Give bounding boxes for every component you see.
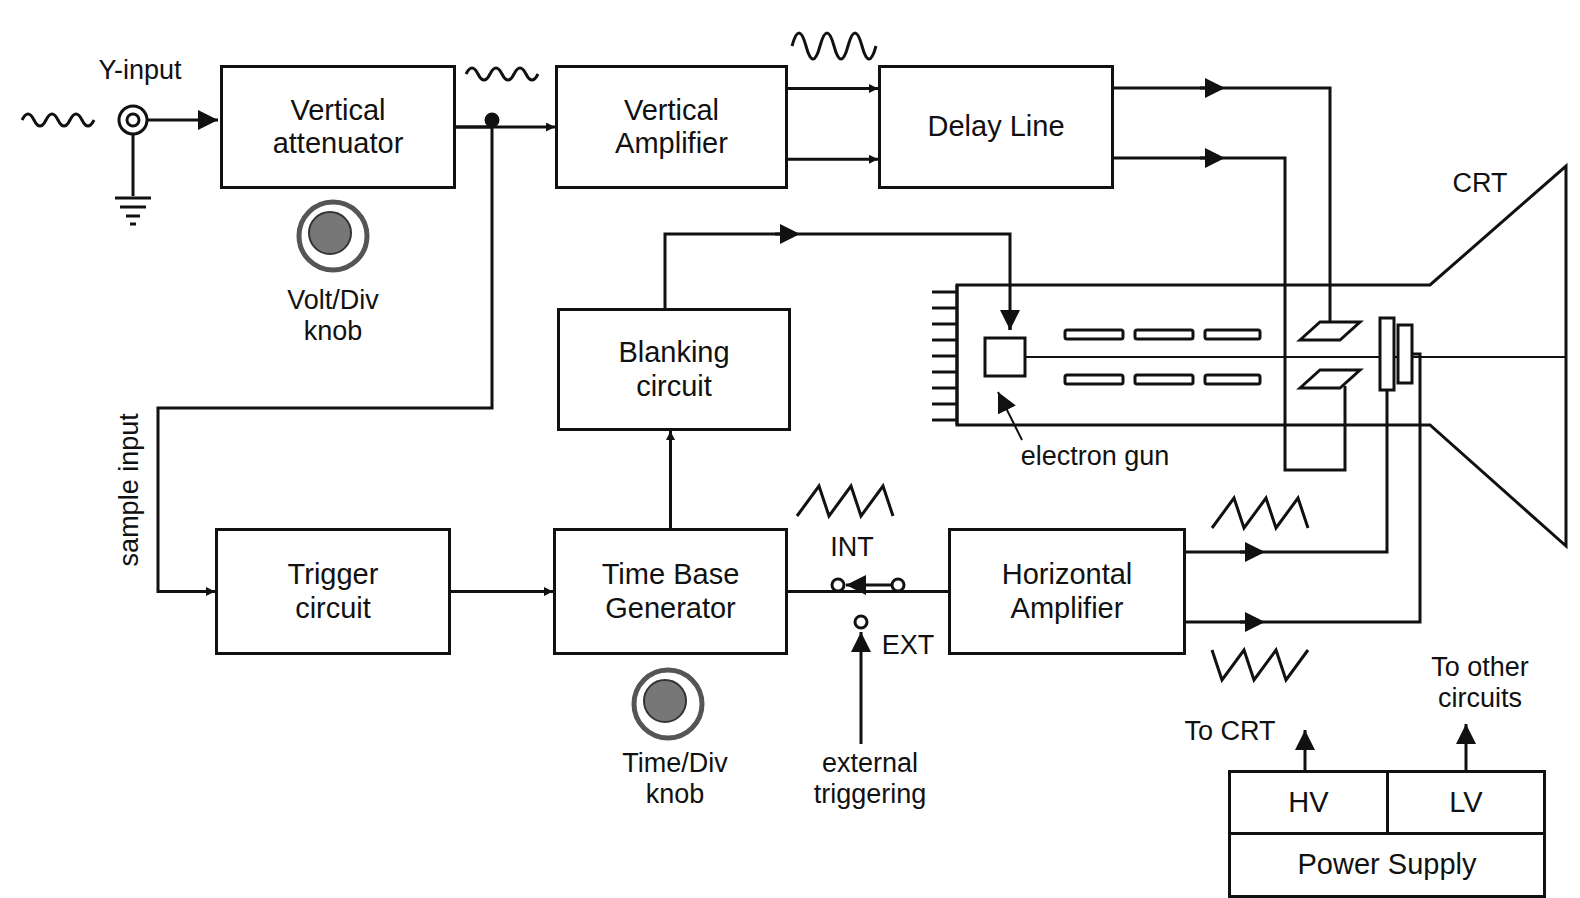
- cathode: [985, 338, 1025, 376]
- anode: [1205, 330, 1260, 339]
- block-title: Vertical Amplifier: [587, 94, 757, 161]
- anode: [1135, 330, 1193, 339]
- gun-pin: [932, 339, 957, 342]
- block-box: Vertical attenuator: [220, 65, 456, 189]
- gun-pin: [932, 355, 957, 358]
- signal-connector: [788, 87, 878, 90]
- part-label: electron gun: [1015, 441, 1175, 472]
- sawtooth-wave: [1212, 498, 1308, 528]
- block-title: LV: [1449, 786, 1482, 819]
- block-box: HV: [1231, 773, 1389, 835]
- time-div-knob: [634, 670, 702, 738]
- part-label: Y-input: [70, 55, 210, 86]
- horizontal-deflection-plate: [1380, 318, 1394, 390]
- deflection-wire: [1113, 88, 1330, 323]
- bnc-connector-pin: [127, 114, 139, 126]
- hv-output: [1304, 730, 1307, 770]
- block-title: Blanking circuit: [589, 336, 759, 403]
- signal-connector: [788, 590, 948, 593]
- wire-arrow: [775, 233, 790, 236]
- vertical-deflection-plate: [1300, 322, 1360, 340]
- gun-pin: [932, 291, 957, 294]
- lv-output: [1465, 724, 1468, 770]
- switch-contact: [832, 579, 844, 591]
- gun-pins: [932, 292, 957, 420]
- switch-pivot: [892, 579, 904, 591]
- vertical-deflection-plate: [1300, 370, 1360, 388]
- wire-arrow: [1240, 621, 1255, 624]
- block-title: HV: [1288, 786, 1328, 819]
- horizontal-deflection-plate: [1398, 325, 1412, 383]
- part-label: To other circuits: [1398, 652, 1562, 714]
- part-label: INT: [817, 532, 887, 563]
- volt-div-knob: [299, 202, 367, 270]
- wire-arrow: [1200, 87, 1215, 90]
- signal-connector: [158, 127, 492, 592]
- part-label: external triggering: [780, 748, 960, 810]
- block-box: Delay Line: [878, 65, 1114, 189]
- sine-wave: [466, 68, 538, 80]
- sine-wave: [22, 114, 94, 126]
- power-supply-box: Power Supply HV LV: [1228, 770, 1546, 898]
- deflection-wire: [1185, 390, 1387, 552]
- part-label: EXT: [872, 630, 944, 661]
- block-box: LV: [1389, 773, 1543, 835]
- signal-connector: [788, 158, 878, 161]
- sine-wave-amplified: [792, 33, 876, 59]
- ground-symbol: [115, 198, 151, 224]
- block-title: Power Supply: [1231, 835, 1543, 895]
- leader-line: [998, 392, 1022, 440]
- gun-pin: [932, 403, 957, 406]
- signal-connector: [451, 590, 553, 593]
- anode: [1065, 330, 1123, 339]
- gun-pin: [932, 307, 957, 310]
- block-box: Time Base Generator: [553, 528, 788, 655]
- gun-pin: [932, 387, 957, 390]
- wire-arrow: [1240, 551, 1255, 554]
- beam-axis: [1025, 356, 1566, 358]
- edge-label: sample input: [115, 410, 145, 569]
- block-box: Horizontal Amplifier: [948, 528, 1186, 655]
- part-label: Time/Div knob: [590, 748, 760, 810]
- block-box: Trigger circuit: [215, 528, 451, 655]
- wire-arrow: [1200, 157, 1215, 160]
- gun-pin: [932, 323, 957, 326]
- deflection-wire: [1185, 354, 1420, 622]
- anode: [1135, 375, 1193, 384]
- gun-pin: [932, 371, 957, 374]
- bnc-connector: [119, 106, 147, 134]
- block-title: Trigger circuit: [248, 558, 418, 625]
- sawtooth-wave-inverted: [1212, 650, 1308, 680]
- external-trigger-wire: [860, 632, 863, 744]
- part-label: CRT: [1430, 168, 1530, 199]
- time-div-knob-cap: [644, 680, 686, 722]
- block-box: Vertical Amplifier: [555, 65, 788, 189]
- input-wire: [147, 119, 218, 122]
- block-title: Time Base Generator: [586, 558, 756, 625]
- block-title: Vertical attenuator: [243, 94, 433, 161]
- sawtooth-wave: [797, 486, 893, 516]
- anode: [1205, 375, 1260, 384]
- ground-wire: [132, 134, 135, 196]
- crt-envelope: [957, 166, 1566, 546]
- deflection-wire: [1113, 158, 1345, 470]
- block-title: Delay Line: [927, 110, 1064, 143]
- anode: [1065, 375, 1123, 384]
- switch-contact: [855, 616, 867, 628]
- part-label: Volt/Div knob: [258, 285, 408, 347]
- wire-arrow: [1009, 310, 1012, 330]
- junction-dot: [486, 114, 498, 126]
- block-box: Blanking circuit: [557, 308, 791, 431]
- gun-pin: [932, 419, 957, 422]
- block-title: Horizontal Amplifier: [967, 558, 1167, 625]
- part-label: To CRT: [1160, 716, 1300, 747]
- volt-div-knob-cap: [309, 212, 351, 254]
- signal-connector: [669, 431, 672, 528]
- switch-blade: [846, 584, 898, 587]
